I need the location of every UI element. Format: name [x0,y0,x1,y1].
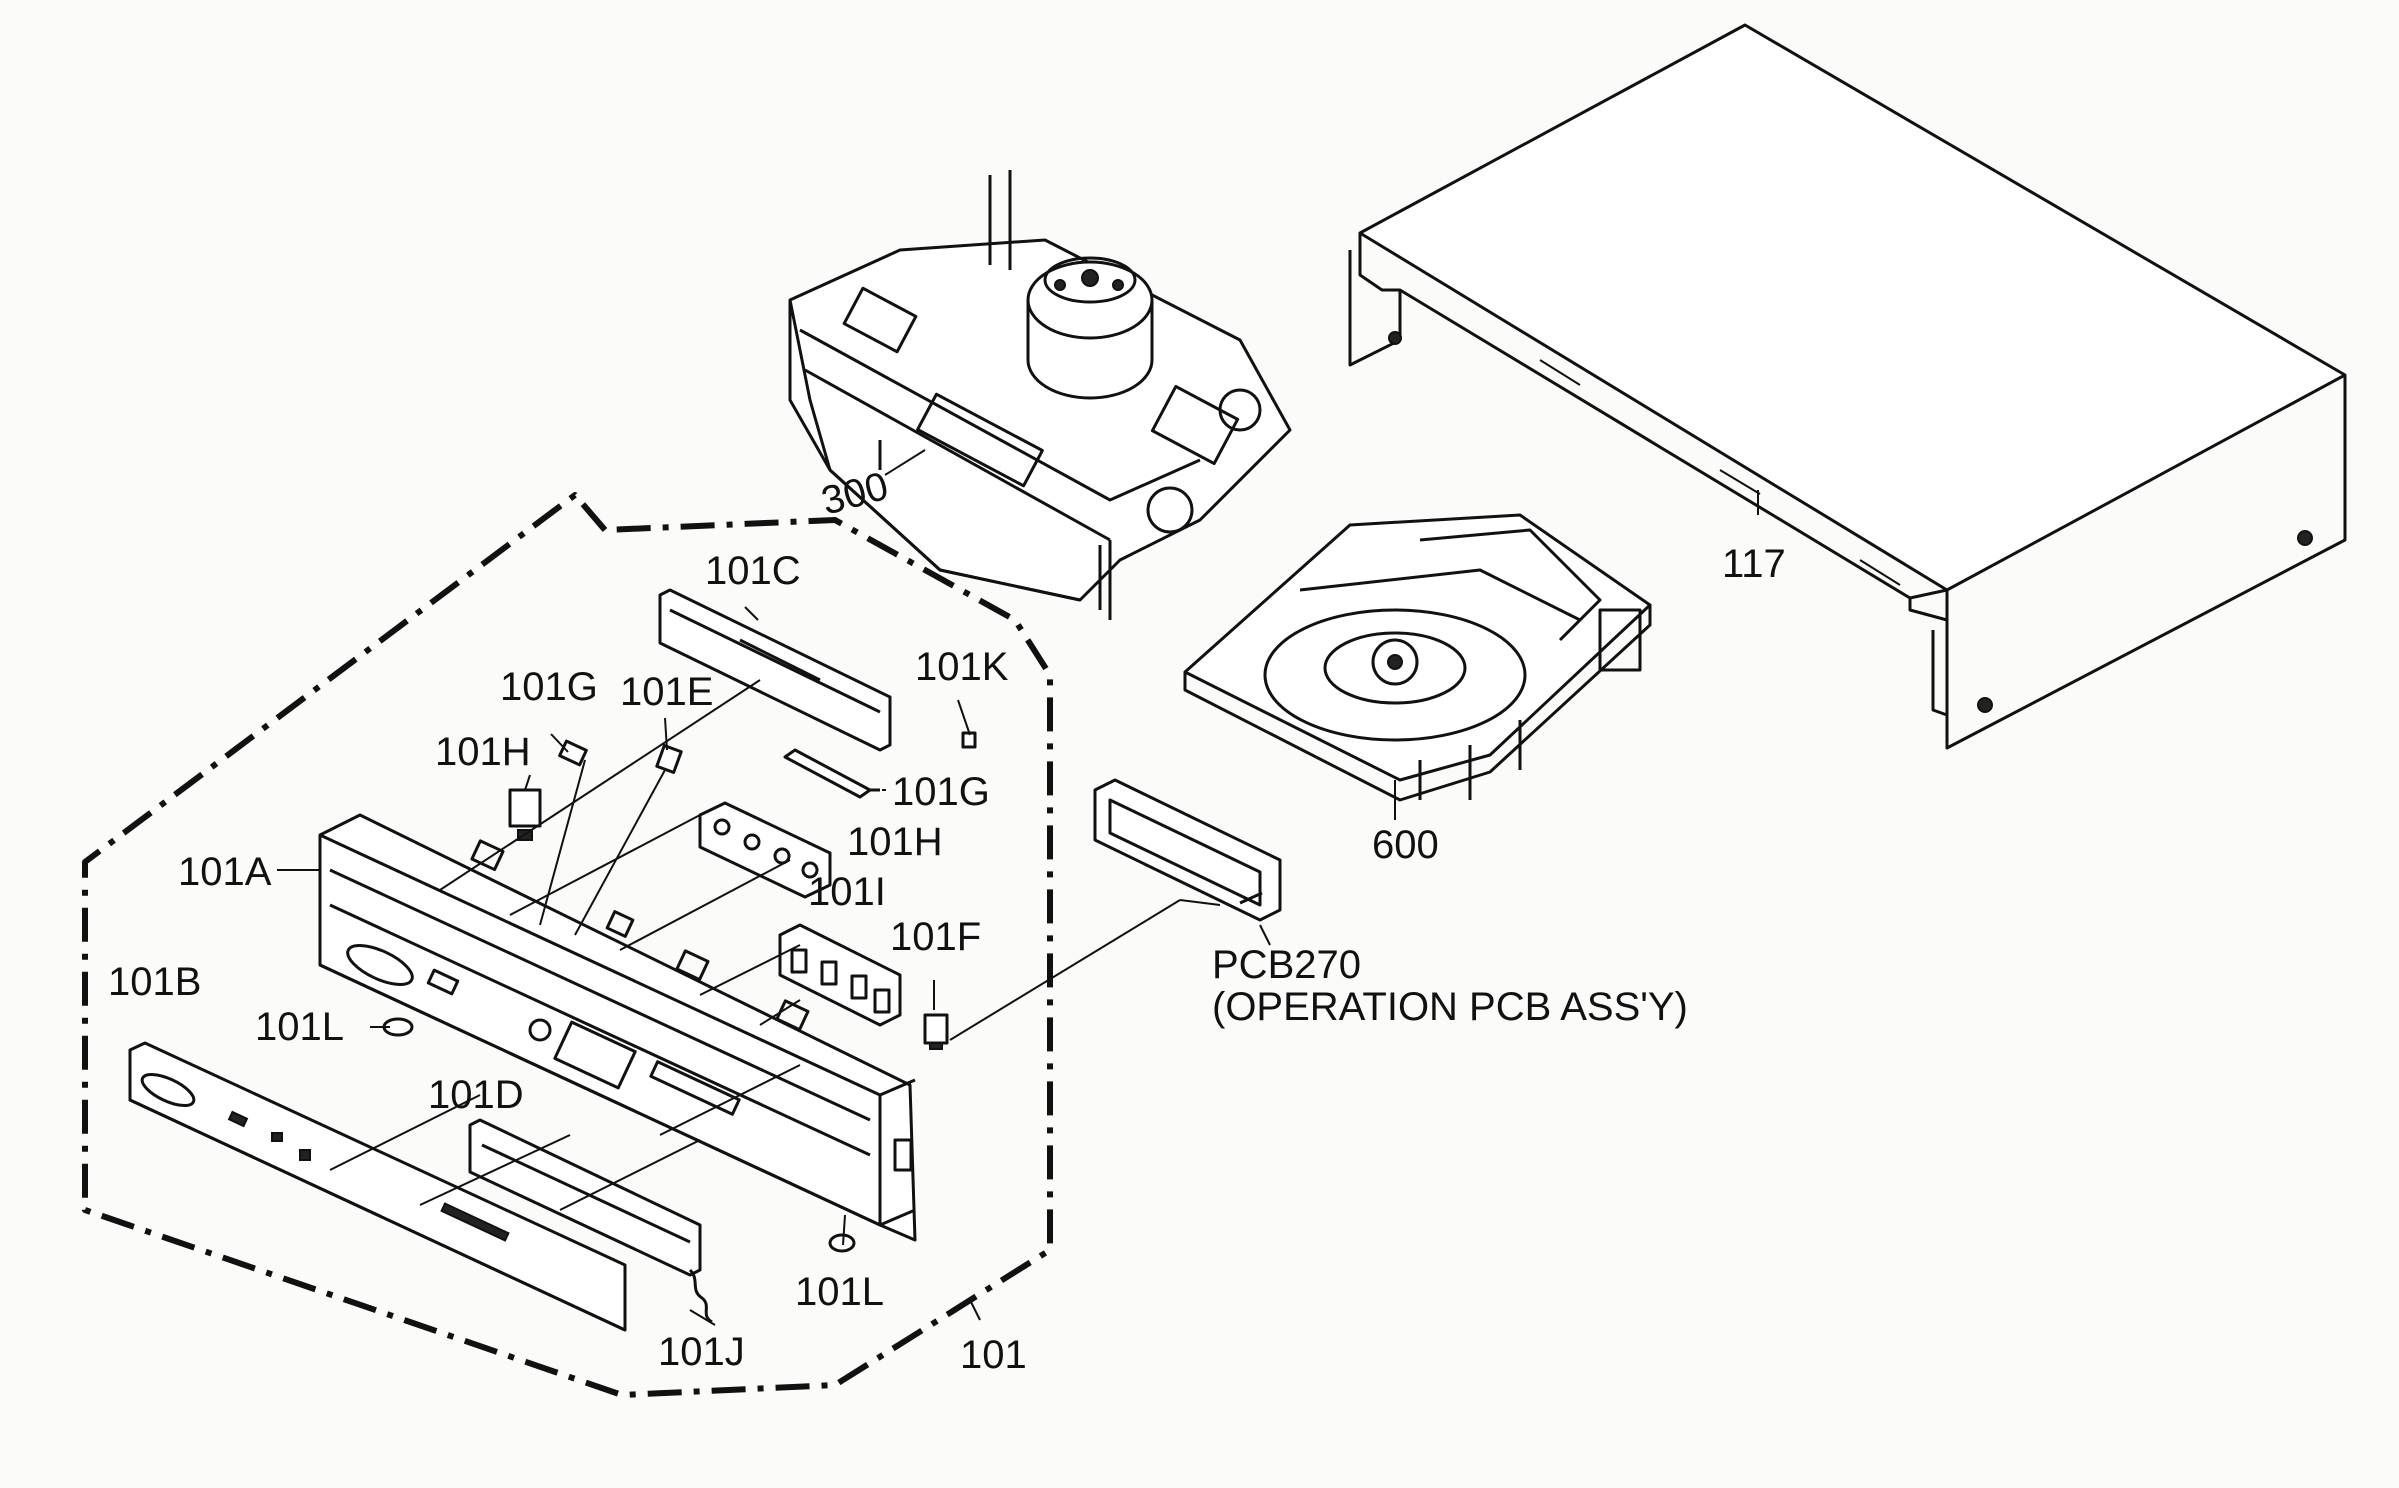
label-101A: 101A [178,850,272,894]
label-101G-top: 101G [500,665,598,709]
spring-101J [688,1268,713,1324]
button-block-101H [698,801,832,899]
explosion-lines [329,679,1221,1211]
clip-101E [655,744,683,774]
label-101H-right: 101H [847,820,943,864]
label-101I: 101I [808,870,886,914]
foot-101L-bottom [828,1233,856,1253]
label-101E: 101E [620,670,713,714]
top-cover-117 [1348,23,2347,750]
label-101B: 101B [108,960,201,1004]
label-101G-right: 101G [892,770,990,814]
key-101G-top [558,739,588,767]
label-101K: 101K [915,645,1009,689]
dvd-loader-600 [1183,513,1652,802]
front-window-101B [128,1041,627,1332]
label-101L-left: 101L [255,1005,344,1049]
label-101C: 101C [705,549,801,593]
label-101J: 101J [658,1330,745,1374]
label-operation-pcb-assy: (OPERATION PCB ASS'Y) [1212,985,1688,1029]
label-101H-left: 101H [435,730,531,774]
button-block-101I [778,923,902,1027]
vcr-mechanism-300 [788,170,1292,620]
label-117: 117 [1722,542,1786,586]
label-pcb270: PCB270 [1212,943,1361,987]
label-600: 600 [1372,823,1439,867]
front-panel-frame-101A [318,813,917,1242]
key-101H-left [508,788,542,841]
key-bar-101G-right [783,748,880,799]
front-panel-group-boundary [82,492,1053,1398]
label-101F: 101F [890,915,981,959]
label-101D: 101D [428,1073,524,1117]
led-101F [923,1013,949,1050]
top-trim-101C [658,588,892,752]
label-leaders [277,449,1759,1326]
operation-pcb-270 [1093,778,1282,922]
label-101: 101 [960,1333,1027,1377]
label-101L-bottom: 101L [795,1270,884,1314]
part-labels: 300 117 600 101 101A 101B 101C 101D 101E… [108,464,1786,1377]
